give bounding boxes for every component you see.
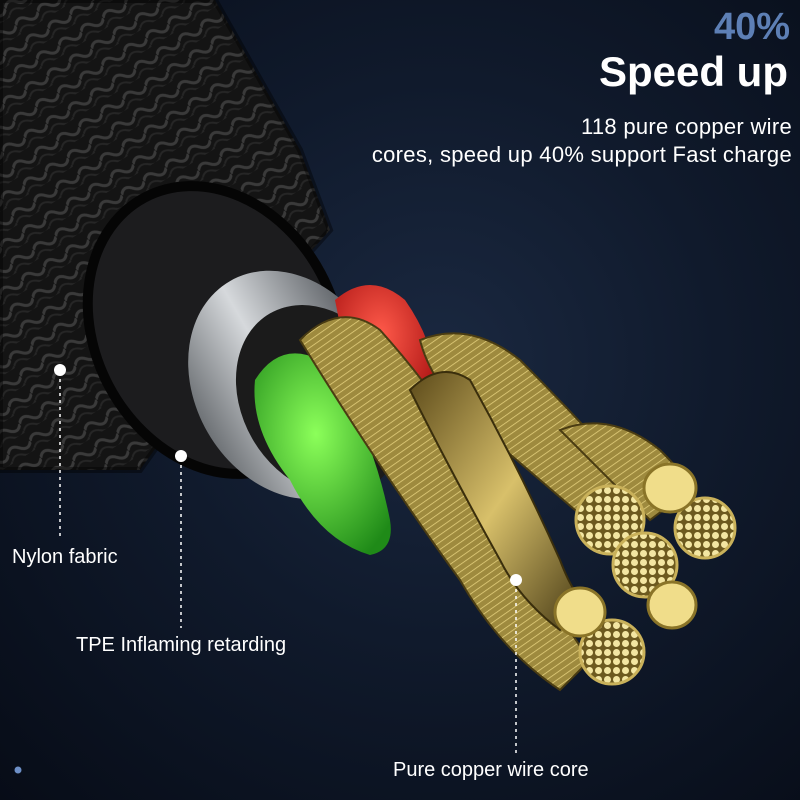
callout-dot-copper: [510, 574, 522, 586]
headline-percent: 40%: [713, 6, 790, 48]
callout-dot-nylon: [54, 364, 66, 376]
green-core: [254, 353, 391, 555]
callout-dot-tpe: [175, 450, 187, 462]
description-line-2: cores, speed up 40% support Fast charge: [371, 142, 792, 167]
headline-title: Speed up: [598, 48, 788, 95]
strand-ends: [553, 462, 737, 686]
label-tpe: TPE Inflaming retarding: [76, 634, 287, 656]
callout-lines: [59, 372, 517, 754]
label-nylon-fabric: Nylon fabric: [12, 546, 118, 568]
corner-dot: [14, 766, 22, 774]
description-line-1: 118 pure copper wire: [580, 114, 792, 139]
label-copper-core: Pure copper wire core: [393, 759, 589, 781]
